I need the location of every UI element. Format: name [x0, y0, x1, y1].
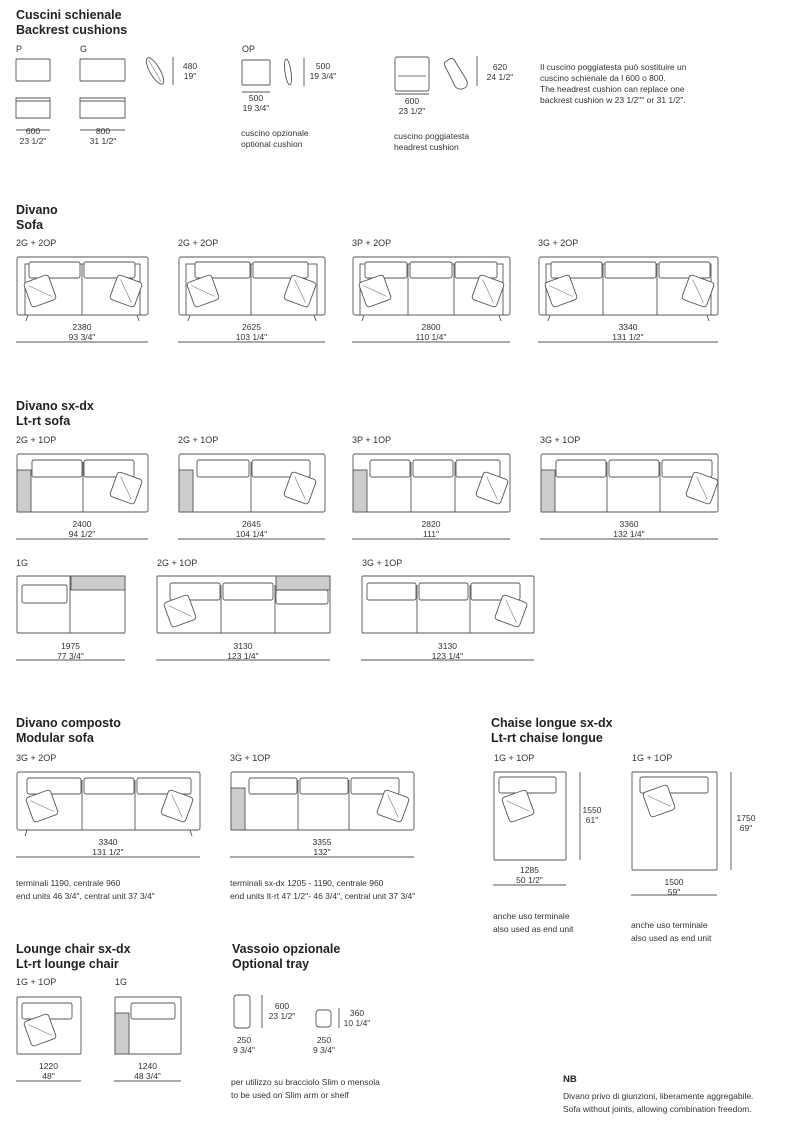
nb-note: Divano privo di giunzioni, liberamente a… [563, 1091, 754, 1114]
ltrt-config: 1G [16, 558, 29, 568]
sofa-config: 3G + 2OP [538, 238, 579, 248]
sofa-config: 2G + 2OP [178, 238, 219, 248]
ltrt-config: 3G + 1OP [362, 558, 403, 568]
backrest-cushion-drawings [15, 56, 478, 131]
label-p: P [16, 44, 23, 54]
sofa-config: 2G + 2OP [16, 238, 57, 248]
tray-note: per utilizzo su bracciolo Slim o mensola… [231, 1077, 380, 1100]
lounge-config: 1G [115, 977, 128, 987]
chaise-config: 1G + 1OP [632, 753, 673, 763]
ltrt-sofa-drawings [16, 453, 720, 540]
ltrt-sofa-drawings-row2 [16, 575, 535, 661]
lounge-config: 1G + 1OP [16, 977, 57, 987]
ltrt-config: 2G + 1OP [157, 558, 198, 568]
modular-sofa-drawings [16, 771, 415, 858]
modular-config: 3G + 2OP [16, 753, 57, 763]
tray-drawings [233, 994, 340, 1029]
modular-note: terminali sx-dx 1205 - 1190, centrale 96… [230, 878, 416, 901]
ltrt-config: 2G + 1OP [178, 435, 219, 445]
label-g: G [80, 44, 88, 54]
chaise-config: 1G + 1OP [494, 753, 535, 763]
sofa-drawings [16, 256, 719, 343]
sofa-config: 3P + 2OP [352, 238, 392, 248]
chaise-drawings [493, 771, 732, 896]
nb-title: NB [563, 1074, 577, 1085]
ltrt-config: 3G + 1OP [540, 435, 581, 445]
ltrt-config: 2G + 1OP [16, 435, 57, 445]
label-op: OP [242, 44, 256, 54]
lounge-chair-drawings [16, 996, 182, 1082]
headrest-note: Il cuscino poggiatesta può sostituire un… [540, 62, 687, 105]
ltrt-config: 3P + 1OP [352, 435, 392, 445]
modular-config: 3G + 1OP [230, 753, 271, 763]
